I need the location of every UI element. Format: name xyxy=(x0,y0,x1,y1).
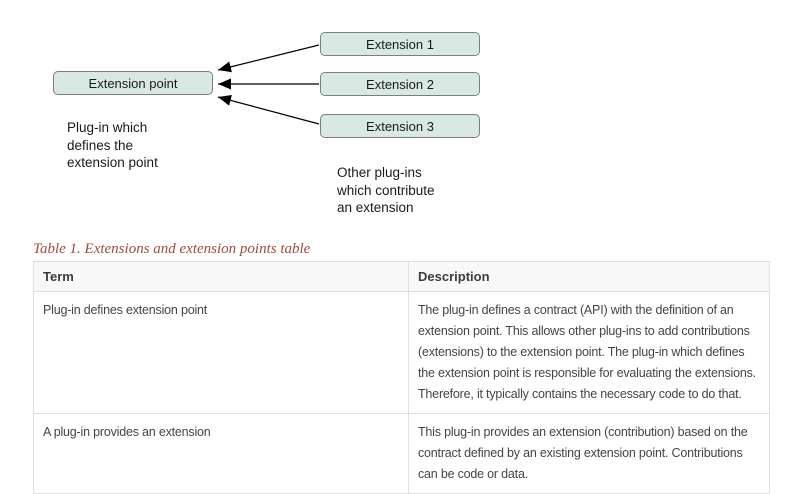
term-cell: A plug-in provides an extension xyxy=(33,413,409,494)
table-row: A plug-in provides an extension This plu… xyxy=(33,413,770,494)
column-header-term: Term xyxy=(33,261,409,292)
description-cell: This plug-in provides an extension (cont… xyxy=(408,413,770,494)
table-caption: Table 1. Extensions and extension points… xyxy=(33,241,311,257)
table-row: Plug-in defines extension point The plug… xyxy=(33,291,770,414)
extension-1-box: Extension 1 xyxy=(320,32,480,56)
extension-3-box: Extension 3 xyxy=(320,114,480,138)
arrowhead-icon xyxy=(217,44,320,125)
defining-plugin-note: Plug-in which defines the extension poin… xyxy=(67,120,158,170)
term-cell: Plug-in defines extension point xyxy=(33,291,409,414)
column-header-description: Description xyxy=(408,261,770,292)
extension-point-box: Extension point xyxy=(53,71,213,95)
table-header-row: Term Description xyxy=(33,261,770,292)
extension-points-diagram: Extension point Extension 1 Extension 2 … xyxy=(0,0,800,240)
description-cell: The plug-in defines a contract (API) wit… xyxy=(408,291,770,414)
extension-2-box: Extension 2 xyxy=(320,72,480,96)
extensions-table: Term Description Plug-in defines extensi… xyxy=(33,261,770,494)
contributing-plugins-note: Other plug-ins which contribute an exten… xyxy=(337,165,435,215)
